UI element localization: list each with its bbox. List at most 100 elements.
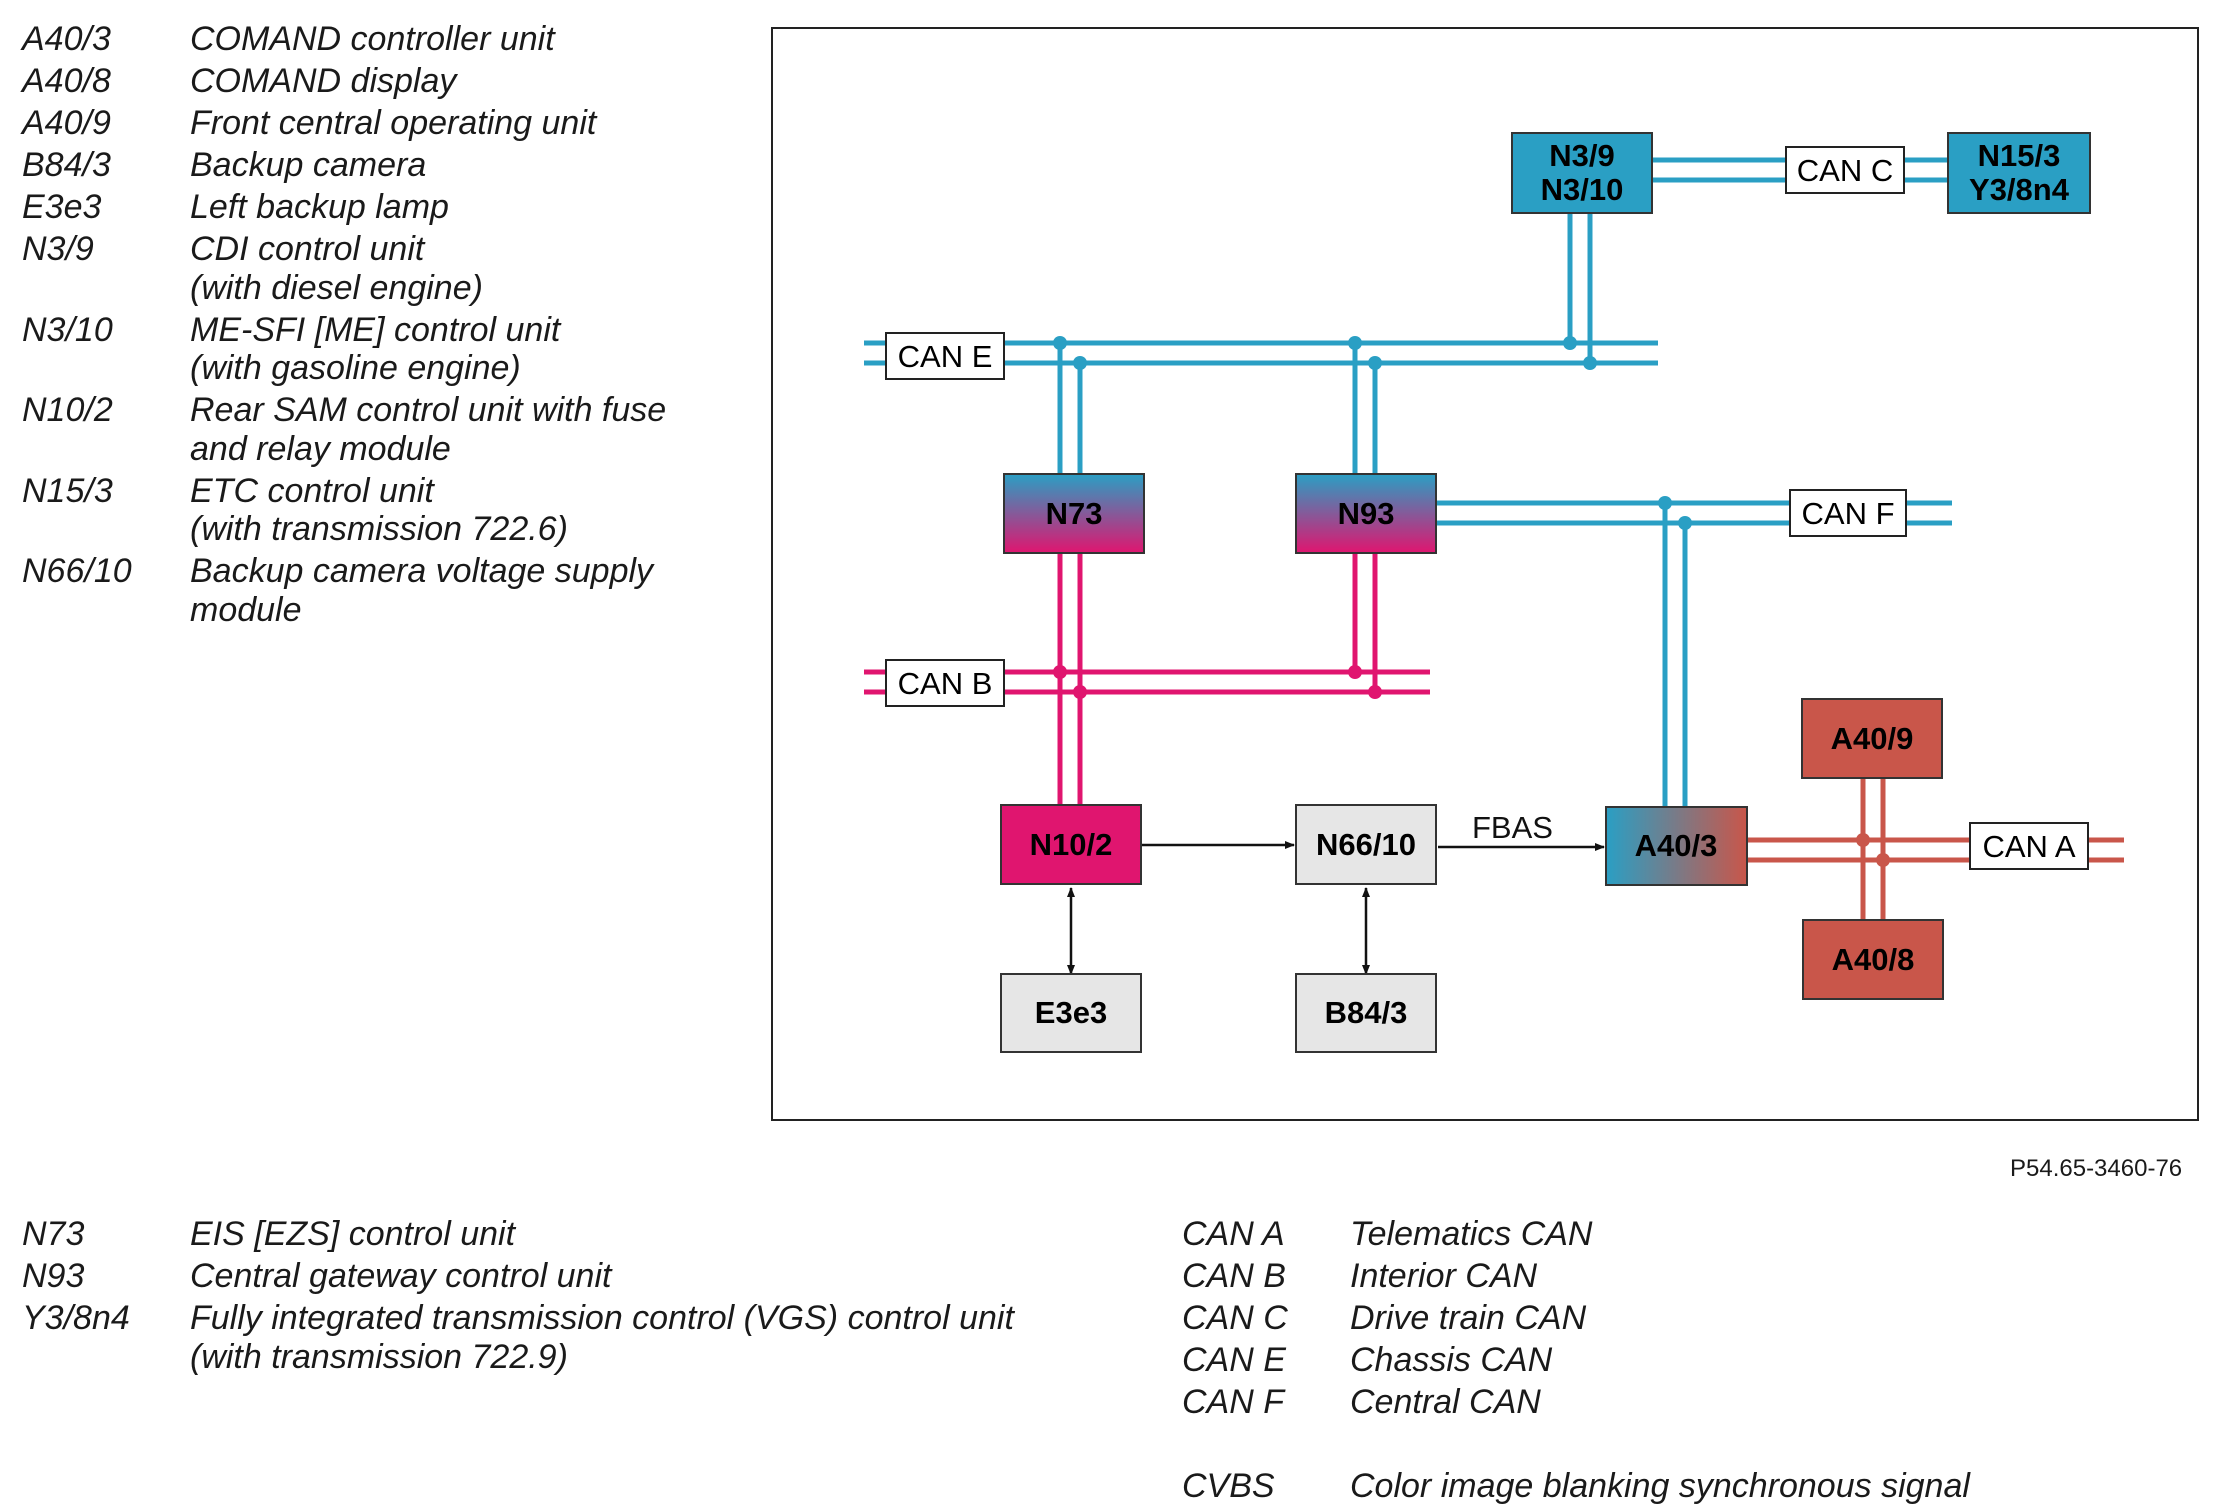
can-c-label-text: CAN C	[1797, 153, 1893, 188]
node-n66-10: N66/10	[1295, 804, 1437, 885]
node-n3-9-label: N3/9	[1549, 138, 1614, 173]
legend-code: CVBS	[1182, 1467, 1275, 1505]
can-e-label: CAN E	[885, 332, 1005, 380]
can-a-label: CAN A	[1969, 822, 2089, 870]
legend-description: EIS [EZS] control unit	[190, 1215, 516, 1253]
legend-description: Chassis CAN	[1350, 1341, 1553, 1379]
legend-code: N10/2	[22, 391, 113, 429]
legend-description: Central CAN	[1350, 1383, 1541, 1421]
legend-row: B84/3 Backup camera	[22, 146, 666, 185]
legend-description: Backup camera	[190, 146, 427, 184]
legend-description: Backup camera voltage supply module	[190, 552, 654, 629]
node-b84-3: B84/3	[1295, 973, 1437, 1053]
can-c-label: CAN C	[1785, 146, 1905, 194]
node-e3e3-label: E3e3	[1035, 995, 1107, 1030]
legend-row: CAN E Chassis CAN	[1182, 1341, 1592, 1380]
legend-code: E3e3	[22, 188, 102, 226]
can-b-label: CAN B	[885, 659, 1005, 707]
legend-row: CAN C Drive train CAN	[1182, 1299, 1592, 1338]
legend-description: Left backup lamp	[190, 188, 449, 226]
legend-abbr: CVBS Color image blanking synchronous sig…	[1182, 1467, 1970, 1506]
legend-row: N73 EIS [EZS] control unit	[22, 1215, 1014, 1254]
legend-row: CAN A Telematics CAN	[1182, 1215, 1592, 1254]
legend-row: E3e3 Left backup lamp	[22, 188, 666, 227]
can-f-junctions	[1658, 496, 1692, 530]
legend-code: A40/3	[22, 20, 111, 58]
legend-code: B84/3	[22, 146, 111, 184]
legend-code: N66/10	[22, 552, 132, 590]
legend-description: ETC control unit (with transmission 722.…	[190, 471, 568, 549]
can-f-label-text: CAN F	[1802, 496, 1895, 531]
can-b-junctions	[1053, 665, 1382, 699]
node-a40-9: A40/9	[1801, 698, 1943, 779]
legend-row: N93 Central gateway control unit	[22, 1257, 1014, 1296]
legend-description: ME-SFI [ME] control unit (with gasoline …	[190, 310, 561, 388]
node-n3-10-label: N3/10	[1541, 172, 1624, 207]
legend-row: N66/10 Backup camera voltage supply modul…	[22, 552, 666, 629]
node-n73-label: N73	[1046, 496, 1103, 531]
can-a-junctions	[1856, 833, 1890, 867]
legend-row: A40/8 COMAND display	[22, 62, 666, 101]
node-b84-3-label: B84/3	[1325, 995, 1408, 1030]
legend-code: N73	[22, 1215, 85, 1253]
node-e3e3: E3e3	[1000, 973, 1142, 1053]
legend-description: Telematics CAN	[1350, 1215, 1593, 1253]
node-a40-9-label: A40/9	[1831, 721, 1914, 756]
legend-description: Rear SAM control unit with fuse and rela…	[190, 391, 667, 468]
legend-row: N15/3 ETC control unit (with transmission…	[22, 472, 666, 549]
can-b-label-text: CAN B	[898, 666, 993, 701]
legend-row: Y3/8n4 Fully integrated transmission cont…	[22, 1299, 1014, 1376]
legend-code: N93	[22, 1257, 85, 1295]
legend-row: A40/9 Front central operating unit	[22, 104, 666, 143]
node-n10-2: N10/2	[1000, 804, 1142, 885]
can-f-label: CAN F	[1789, 489, 1907, 537]
legend-code: A40/8	[22, 62, 111, 100]
legend-description: Central gateway control unit	[190, 1257, 612, 1295]
legend-row: CAN F Central CAN	[1182, 1383, 1592, 1422]
can-e-label-text: CAN E	[898, 339, 993, 374]
node-a40-3-label: A40/3	[1635, 828, 1718, 863]
figure-reference: P54.65-3460-76	[2010, 1155, 2183, 1182]
legend-description: COMAND controller unit	[190, 20, 555, 58]
legend-code: N15/3	[22, 471, 113, 510]
node-a40-8: A40/8	[1802, 919, 1944, 1000]
legend-code: Y3/8n4	[22, 1299, 130, 1337]
node-n3-9-n3-10: N3/9 N3/10	[1511, 132, 1653, 214]
legend-row: N10/2 Rear SAM control unit with fuse and…	[22, 391, 666, 468]
node-n10-2-label: N10/2	[1030, 827, 1113, 862]
legend-code: N3/9	[22, 230, 94, 268]
legend-description: Interior CAN	[1350, 1257, 1538, 1295]
node-n15-3-y3-8n4: N15/3 Y3/8n4	[1947, 132, 2091, 214]
legend-code: CAN C	[1182, 1299, 1288, 1337]
legend-description: Color image blanking synchronous signal	[1350, 1467, 1970, 1505]
signal-label-fbas: FBAS	[1472, 810, 1553, 845]
can-a-label-text: CAN A	[1982, 829, 2075, 864]
node-y3-8n4-label: Y3/8n4	[1969, 172, 2070, 207]
can-e-junctions	[1053, 336, 1597, 370]
node-a40-8-label: A40/8	[1832, 942, 1915, 977]
legend-row: CVBS Color image blanking synchronous sig…	[1182, 1467, 1970, 1506]
legend-code: A40/9	[22, 104, 111, 142]
legend-description: Fully integrated transmission control (V…	[190, 1299, 1014, 1376]
legend-code: CAN F	[1182, 1383, 1284, 1421]
legend-code: N3/10	[22, 310, 113, 349]
legend-description: Drive train CAN	[1350, 1299, 1587, 1337]
node-a40-3: A40/3	[1605, 806, 1748, 886]
legend-description: Front central operating unit	[190, 104, 597, 142]
legend-row: A40/3 COMAND controller unit	[22, 20, 666, 59]
node-n73: N73	[1003, 473, 1145, 554]
legend-code: CAN B	[1182, 1257, 1286, 1295]
node-n66-10-label: N66/10	[1316, 827, 1416, 862]
node-n93: N93	[1295, 473, 1437, 554]
signal-arrows	[1067, 841, 1605, 975]
diagram-frame	[771, 27, 2199, 1121]
legend-code: CAN A	[1182, 1215, 1285, 1253]
legend-code: CAN E	[1182, 1341, 1286, 1379]
node-n93-label: N93	[1338, 496, 1395, 531]
legend-description: COMAND display	[190, 62, 457, 100]
